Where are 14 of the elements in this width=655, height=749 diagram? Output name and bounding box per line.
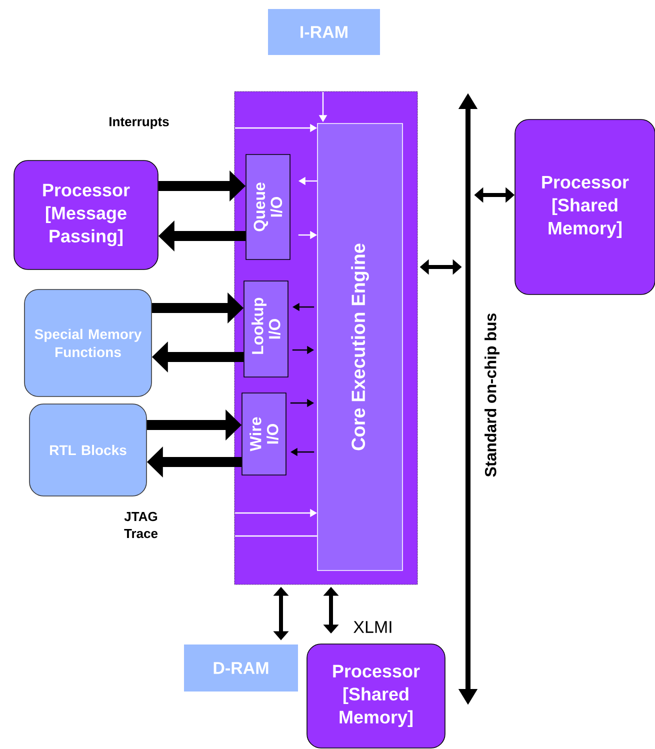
- function-box: Special Memory Functions: [24, 289, 152, 397]
- io-box: Queue I/O: [246, 154, 290, 260]
- io-box: Lookup I/O: [244, 280, 288, 378]
- signal-label: JTAG Trace: [124, 512, 158, 538]
- io-box: Wire I/O: [242, 392, 286, 476]
- edge-label: XLMI: [352, 620, 394, 634]
- processor-box: Processor [Shared Memory]: [514, 119, 655, 295]
- function-box: RTL Blocks: [29, 404, 147, 496]
- engine-box: Core Execution Engine: [317, 123, 403, 571]
- memory-block: I-RAM: [268, 9, 380, 55]
- memory-block: D-RAM: [184, 644, 298, 692]
- processor-box: Processor [Message Passing]: [14, 160, 158, 270]
- signal-label: Interrupts: [110, 117, 169, 129]
- processor-box: Processor [Shared Memory]: [306, 644, 446, 748]
